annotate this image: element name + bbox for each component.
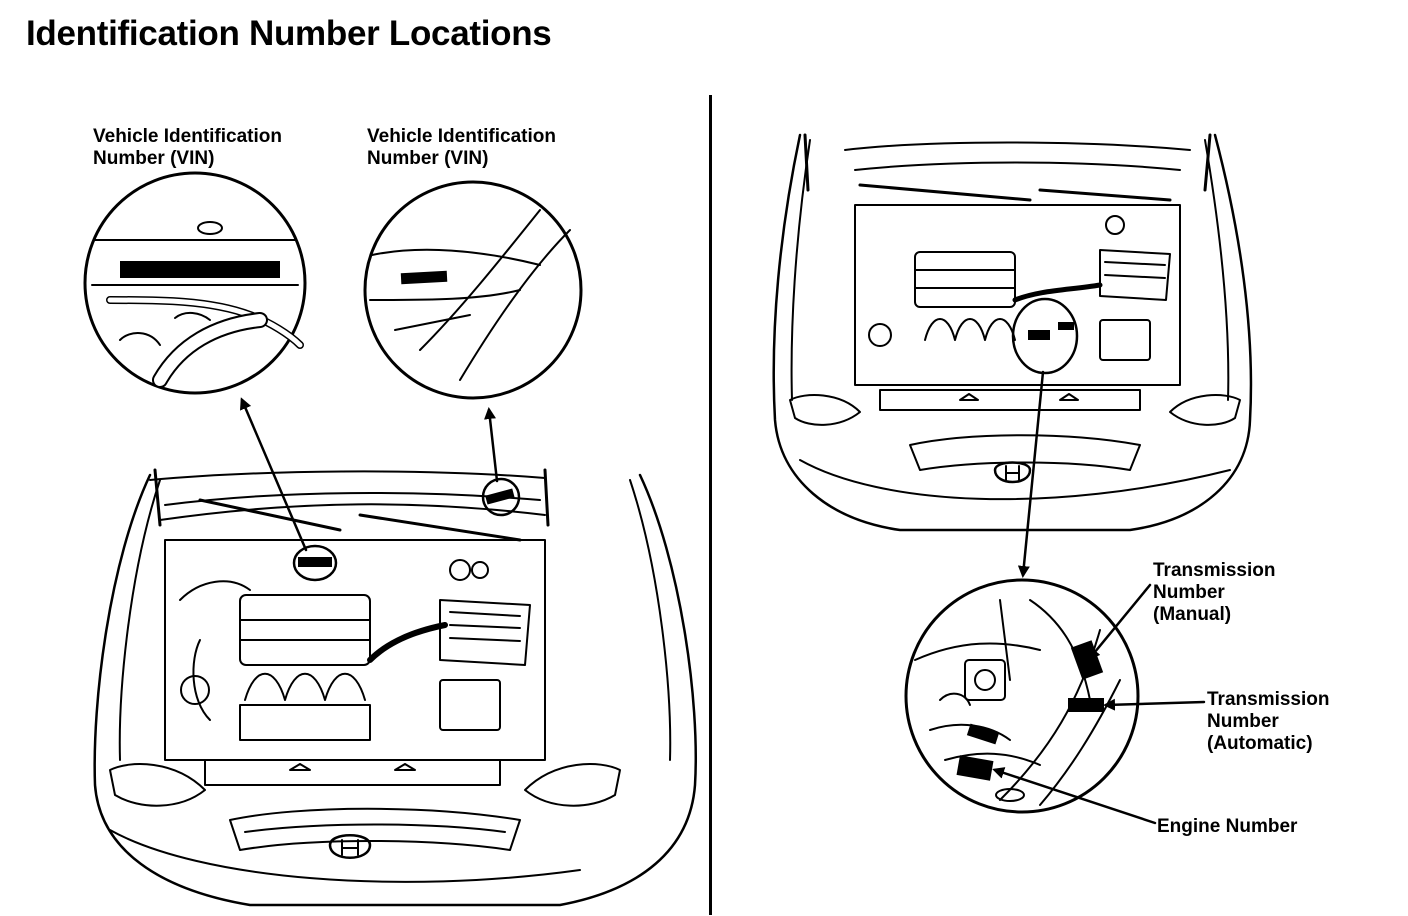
- transmission-automatic-line2: Number: [1207, 711, 1279, 732]
- left-car-front-view: [95, 470, 696, 905]
- vin-windshield-detail-circle: [365, 182, 581, 398]
- transmission-manual-line1: Transmission: [1153, 560, 1276, 581]
- transmission-automatic-line1: Transmission: [1207, 689, 1330, 710]
- vin-location-markers: [294, 479, 519, 580]
- vin-dashboard-detail-circle: [85, 173, 305, 393]
- vin-label-windshield: Vehicle Identification Number (VIN): [367, 126, 556, 170]
- vin-label-windshield-line1: Vehicle Identification: [367, 126, 556, 147]
- page-title: Identification Number Locations: [26, 14, 552, 53]
- engine-number-line1: Engine Number: [1157, 816, 1298, 837]
- vin-label-dashboard-line1: Vehicle Identification: [93, 126, 282, 147]
- transmission-automatic-label: Transmission Number (Automatic): [1207, 689, 1330, 755]
- transmission-engine-detail-circle: [906, 580, 1138, 812]
- vin-label-windshield-line2: Number (VIN): [367, 148, 489, 169]
- engine-number-marker: [1013, 299, 1077, 373]
- panel-divider: [709, 95, 712, 915]
- engine-number-label: Engine Number: [1157, 816, 1297, 838]
- right-car-front-view: [774, 135, 1251, 530]
- transmission-manual-line2: Number: [1153, 582, 1225, 603]
- transmission-manual-line3: (Manual): [1153, 604, 1232, 625]
- transmission-manual-label: Transmission Number (Manual): [1153, 560, 1276, 626]
- transmission-automatic-line3: (Automatic): [1207, 733, 1313, 754]
- vin-label-dashboard-line2: Number (VIN): [93, 148, 215, 169]
- vin-label-dashboard: Vehicle Identification Number (VIN): [93, 126, 282, 170]
